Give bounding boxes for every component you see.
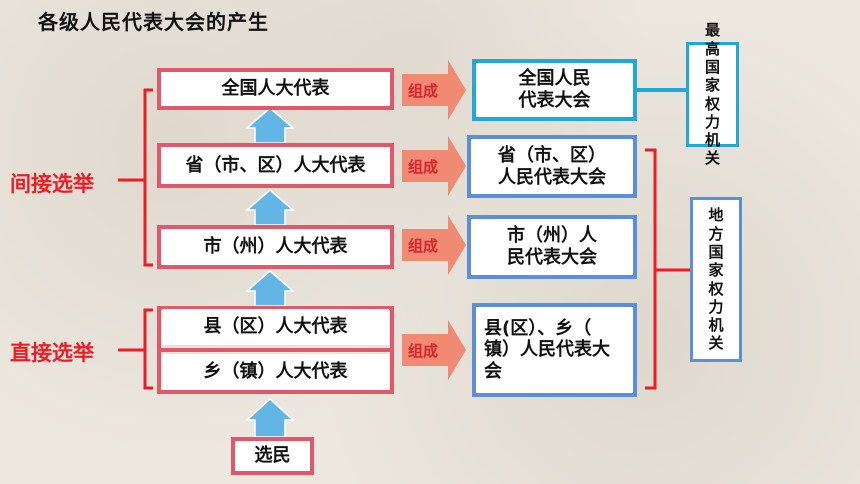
- provincial-congress-box: 省（市、区） 人民代表大会: [467, 135, 637, 198]
- right-arrow-icon: [402, 320, 466, 380]
- township-rep-box: 乡（镇）人大代表: [162, 354, 389, 390]
- right-arrow-icon: [402, 215, 466, 275]
- national-congress-box: 全国人民 代表大会: [472, 59, 637, 121]
- right-arrow-icon: [402, 136, 466, 196]
- arrow-label: 组成: [408, 82, 439, 100]
- up-arrow-icon: [244, 107, 296, 144]
- highest-organ-box: 最高国家权力机关: [686, 21, 739, 167]
- up-arrow-icon: [244, 189, 296, 226]
- local-organ-bracket: [645, 148, 657, 390]
- national-rep-box: 全国人大代表: [157, 68, 394, 110]
- highest-organ-label: 最高国家权力机关: [705, 21, 721, 168]
- local-organ-label: 地方国家权力机关: [708, 206, 724, 353]
- arrow-label: 组成: [408, 158, 439, 176]
- up-arrow-icon: [244, 270, 296, 307]
- page-title: 各级人民代表大会的产生: [38, 10, 269, 34]
- city-congress-box: 市（州）人 民代表大会: [467, 215, 637, 279]
- indirect-election-bracket: [143, 88, 153, 267]
- direct-election-label: 直接选举: [10, 341, 94, 365]
- county-township-rep-frame: [157, 306, 394, 394]
- local-congress-box: 县(区）、乡（ 镇）人民代表大 会: [472, 303, 637, 397]
- city-rep-box: 市（州）人大代表: [157, 225, 394, 269]
- voters-box: 选民: [231, 437, 314, 475]
- up-arrow-icon: [245, 397, 295, 438]
- arrow-label: 组成: [408, 342, 439, 360]
- arrow-label: 组成: [408, 237, 439, 255]
- right-arrow-icon: [402, 60, 466, 120]
- county-rep-box: 县（区）人大代表: [162, 309, 389, 345]
- direct-election-bracket: [143, 308, 153, 390]
- rep-divider: [160, 348, 391, 352]
- local-organ-box: 地方国家权力机关: [690, 197, 742, 362]
- provincial-rep-box: 省（市、区）人大代表: [157, 143, 394, 188]
- indirect-election-label: 间接选举: [10, 172, 94, 196]
